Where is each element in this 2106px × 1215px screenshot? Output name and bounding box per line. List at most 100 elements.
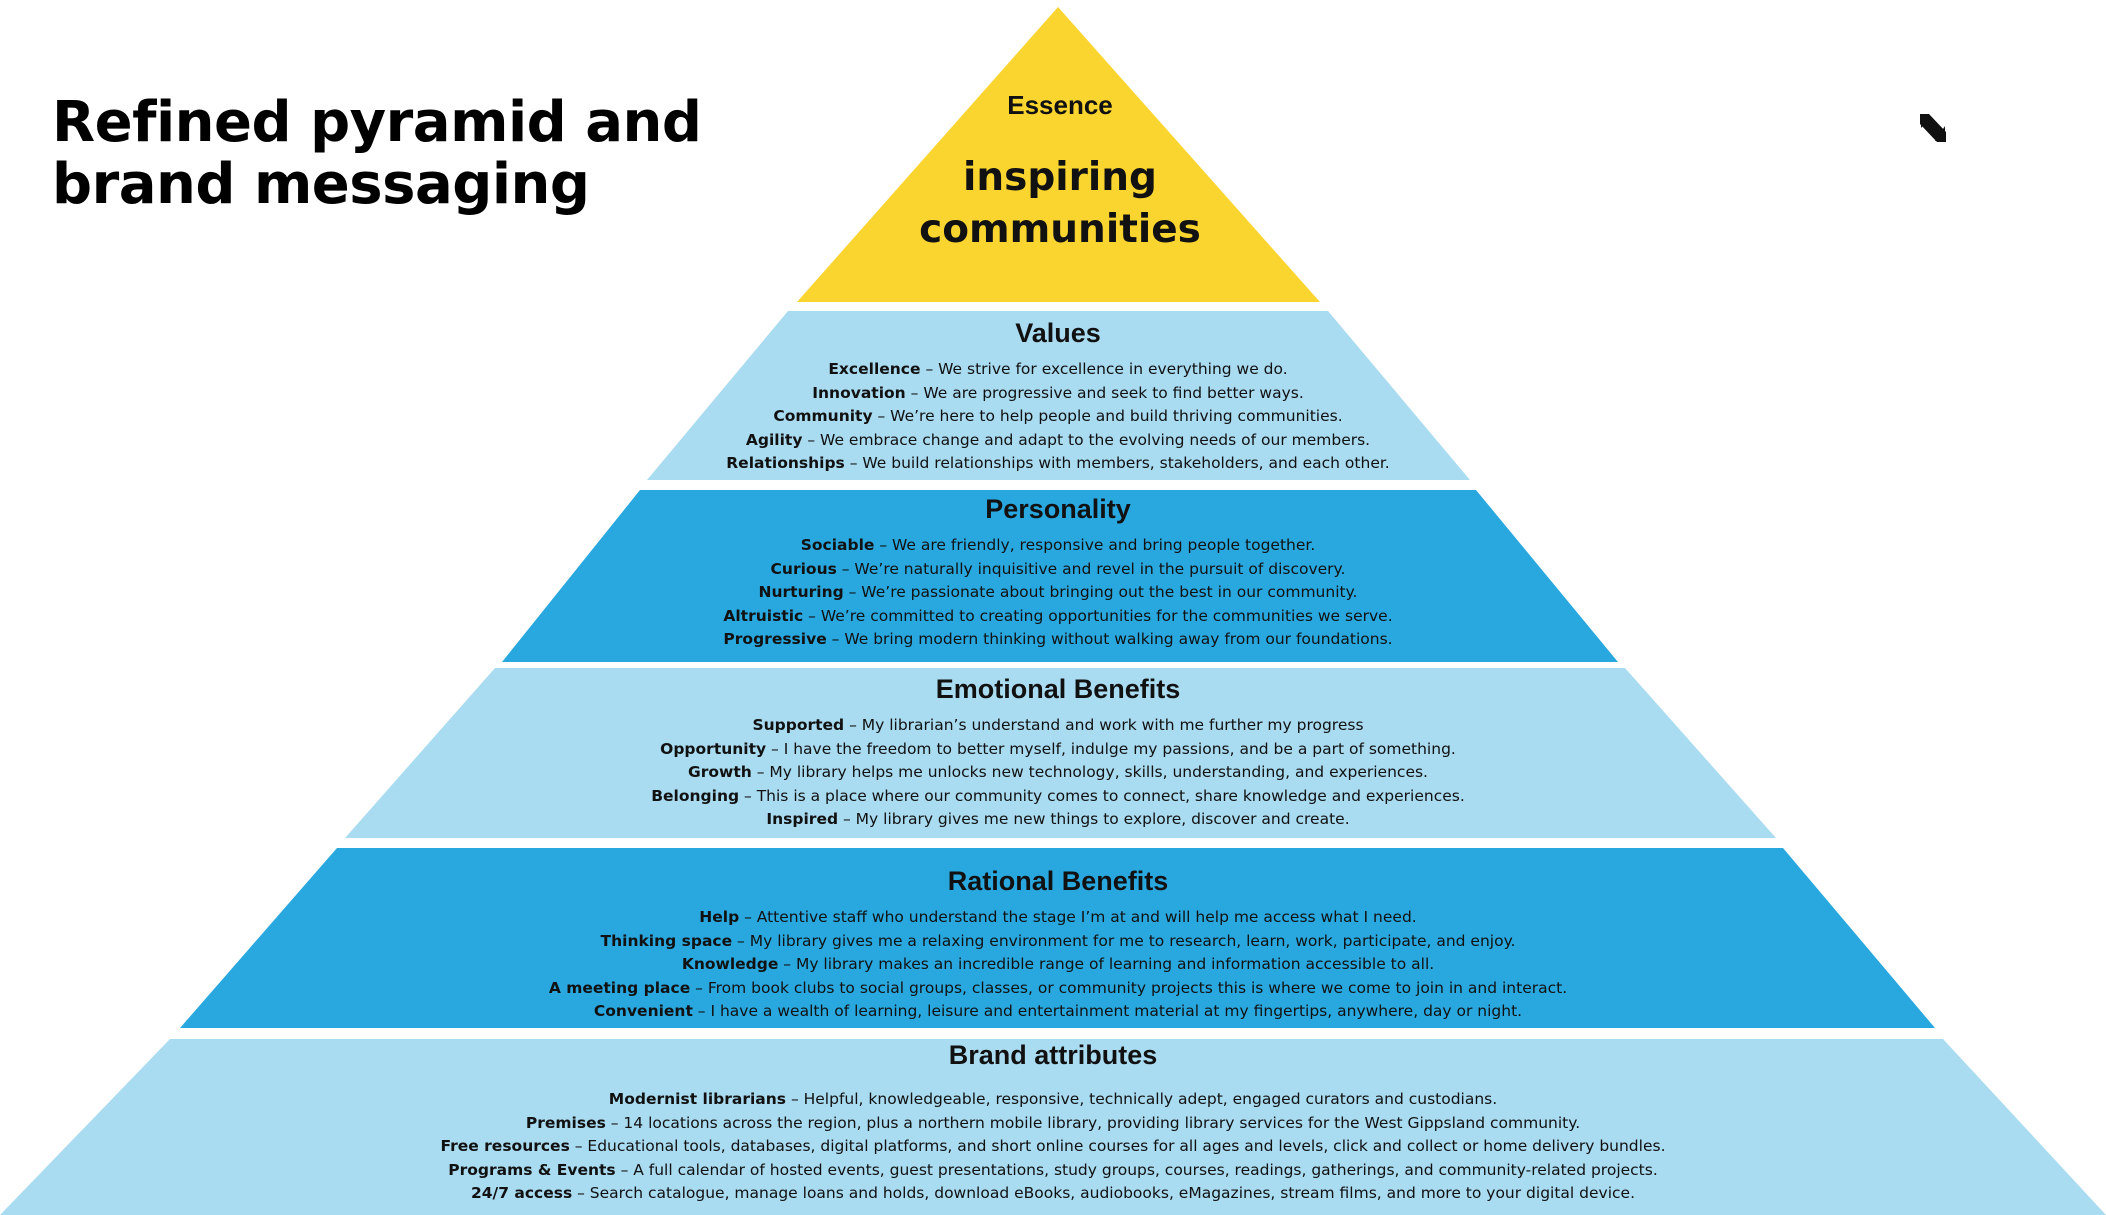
item-text: – Attentive staff who understand the sta… — [739, 908, 1417, 926]
tier-heading: Rational Benefits — [947, 866, 1169, 896]
item-term: Thinking space — [600, 931, 733, 950]
tier-item: Free resources – Educational tools, data… — [253, 1135, 1853, 1159]
item-term: Curious — [770, 559, 837, 578]
tier-item: Innovation – We are progressive and seek… — [658, 382, 1458, 406]
tier-brand-attributes-shape — [0, 1039, 2106, 1215]
item-term: Agility — [745, 430, 803, 449]
tier-item: Help – Attentive staff who understand th… — [358, 906, 1758, 930]
item-text: – We’re passionate about bringing out th… — [843, 583, 1358, 601]
tier-rational-benefits-shape — [180, 848, 1935, 1028]
tier-item: Programs & Events – A full calendar of h… — [253, 1159, 1853, 1183]
item-text: – My library gives me a relaxing environ… — [732, 931, 1516, 950]
tier-emotional-benefits-shape — [345, 668, 1776, 838]
item-text: – A full calendar of hosted events, gues… — [615, 1160, 1658, 1179]
tier-heading: Values — [1015, 318, 1101, 348]
tier-item: 24/7 access – Search catalogue, manage l… — [253, 1182, 1853, 1206]
tier-item: Curious – We’re naturally inquisitive an… — [558, 558, 1558, 582]
essence-value: inspiring communities — [890, 152, 1230, 256]
tier-item: Convenient – I have a wealth of learning… — [358, 1000, 1758, 1024]
item-term: Premises — [525, 1113, 606, 1132]
item-term: Progressive — [723, 630, 827, 648]
tier-rational-benefits: Rational Benefits Help – Attentive staff… — [358, 866, 1758, 1024]
item-term: Modernist librarians — [608, 1090, 787, 1108]
tier-item: Altruistic – We’re committed to creating… — [558, 605, 1558, 629]
item-term: Belonging — [651, 786, 740, 805]
item-text: – Search catalogue, manage loans and hol… — [572, 1184, 1635, 1202]
item-term: Altruistic — [723, 606, 804, 625]
stylized-n-logo-icon — [1920, 114, 1946, 142]
item-text: – We’re here to help people and build th… — [872, 407, 1343, 425]
tier-personality-shape — [502, 490, 1618, 662]
tier-heading: Brand attributes — [948, 1040, 1158, 1070]
item-text: – This is a place where our community co… — [739, 786, 1465, 805]
tier-item: Progressive – We bring modern thinking w… — [558, 628, 1558, 652]
item-term: Convenient — [593, 1002, 693, 1020]
tier-item: Excellence – We strive for excellence in… — [658, 358, 1458, 382]
item-text: – We strive for excellence in everything… — [920, 360, 1288, 378]
tier-brand-attributes: Brand attributes Modernist librarians – … — [253, 1040, 1853, 1206]
item-term: Nurturing — [758, 583, 844, 601]
tier-personality: Personality Sociable – We are friendly, … — [558, 494, 1558, 652]
item-term: Inspired — [766, 810, 839, 828]
essence-label: Essence — [1007, 90, 1113, 120]
tier-values-shape — [647, 311, 1470, 480]
item-term: Community — [773, 407, 873, 425]
item-text: – My library makes an incredible range o… — [778, 955, 1435, 973]
tier-item: A meeting place – From book clubs to soc… — [358, 977, 1758, 1001]
tier-item: Sociable – We are friendly, responsive a… — [558, 534, 1558, 558]
item-text: – I have the freedom to better myself, i… — [766, 739, 1456, 758]
item-term: Growth — [688, 763, 752, 781]
item-term: Relationships — [726, 454, 845, 472]
item-term: Programs & Events — [448, 1160, 616, 1179]
item-term: Knowledge — [681, 955, 779, 973]
item-term: A meeting place — [548, 978, 691, 997]
tier-item: Inspired – My library gives me new thing… — [458, 808, 1658, 832]
item-text: – I have a wealth of learning, leisure a… — [692, 1002, 1523, 1020]
essence-value-line: inspiring — [963, 155, 1157, 200]
item-text: – From book clubs to social groups, clas… — [690, 978, 1568, 997]
item-text: – My library gives me new things to expl… — [838, 810, 1350, 828]
tier-item: Modernist librarians – Helpful, knowledg… — [253, 1088, 1853, 1112]
tier-item: Thinking space – My library gives me a r… — [358, 930, 1758, 954]
tier-item: Agility – We embrace change and adapt to… — [658, 429, 1458, 453]
tier-item: Opportunity – I have the freedom to bett… — [458, 738, 1658, 762]
tier-emotional-benefits: Emotional Benefits Supported – My librar… — [458, 674, 1658, 832]
item-term: Innovation — [812, 383, 906, 402]
item-text: – We are friendly, responsive and bring … — [874, 536, 1316, 554]
tier-essence-shape — [797, 7, 1320, 302]
item-text: – We embrace change and adapt to the evo… — [802, 430, 1371, 449]
essence-value-line: communities — [919, 207, 1201, 252]
item-term: Excellence — [828, 360, 921, 378]
item-term: Free resources — [440, 1137, 570, 1155]
item-text: – My library helps me unlocks new techno… — [751, 763, 1428, 781]
item-text: – We bring modern thinking without walki… — [826, 630, 1393, 648]
tier-heading: Emotional Benefits — [935, 674, 1181, 704]
tier-item: Supported – My librarian’s understand an… — [458, 714, 1658, 738]
tier-item: Premises – 14 locations across the regio… — [253, 1112, 1853, 1136]
item-text: – We build relationships with members, s… — [844, 454, 1390, 472]
tier-item: Relationships – We build relationships w… — [658, 452, 1458, 476]
tier-item: Community – We’re here to help people an… — [658, 405, 1458, 429]
slide-title: Refined pyramid and brand messaging — [52, 90, 702, 217]
item-text: – We’re committed to creating opportunit… — [803, 606, 1393, 625]
item-term: Supported — [752, 716, 845, 734]
tier-item: Growth – My library helps me unlocks new… — [458, 761, 1658, 785]
tier-item: Knowledge – My library makes an incredib… — [358, 953, 1758, 977]
item-term: 24/7 access — [470, 1184, 573, 1202]
tier-item: Belonging – This is a place where our co… — [458, 785, 1658, 809]
tier-values: Values Excellence – We strive for excell… — [658, 318, 1458, 476]
item-term: Opportunity — [660, 739, 767, 758]
item-term: Sociable — [800, 536, 875, 554]
item-text: – Helpful, knowledgeable, responsive, te… — [786, 1090, 1498, 1108]
item-text: – 14 locations across the region, plus a… — [605, 1113, 1581, 1132]
slide-title-line-1: Refined pyramid and — [52, 90, 702, 155]
tier-heading: Personality — [985, 494, 1131, 524]
item-term: Help — [699, 908, 740, 926]
slide-title-line-2: brand messaging — [52, 152, 590, 217]
item-text: – Educational tools, databases, digital … — [569, 1137, 1666, 1155]
item-text: – We’re naturally inquisitive and revel … — [836, 559, 1346, 578]
item-text: – We are progressive and seek to find be… — [905, 383, 1304, 402]
tier-item: Nurturing – We’re passionate about bring… — [558, 581, 1558, 605]
item-text: – My librarian’s understand and work wit… — [844, 716, 1364, 734]
